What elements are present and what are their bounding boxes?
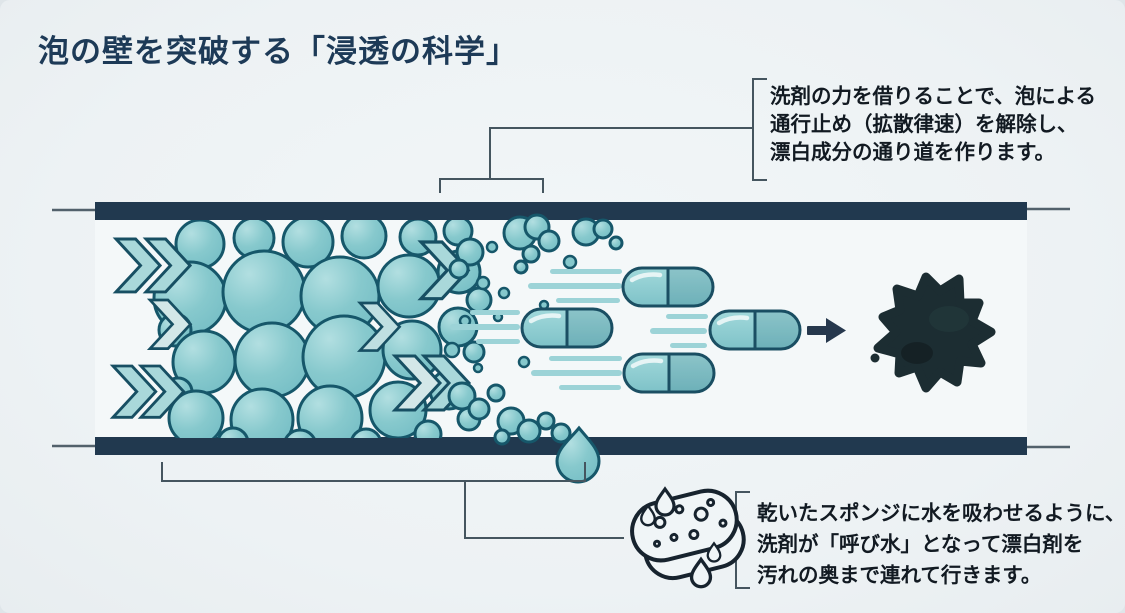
callout-bottom-line-1: 乾いたスポンジに水を吸わせるように、	[757, 502, 1125, 525]
motion-streaks	[450, 269, 708, 390]
page-title: 泡の壁を突破する「浸透の科学」	[38, 34, 518, 69]
callout-top-line-3: 漂白成分の通り道を作ります。	[770, 141, 1055, 164]
callout-line-top	[439, 78, 767, 193]
callout-top-line-2: 通行止め（拡散律速）を解除し、	[770, 113, 1078, 136]
bleach-capsule-icon	[710, 311, 800, 349]
bleach-capsule-icon	[522, 309, 612, 347]
pipe-top-wall	[95, 202, 1027, 220]
right-arrow-icon	[807, 318, 846, 343]
callout-top-line-1: 洗剤の力を借りることで、泡による	[770, 85, 1096, 108]
callout-bottom-text: 乾いたスポンジに水を吸わせるように、 洗剤が「呼び水」となって漂白剤を 汚れの奥…	[757, 498, 1125, 591]
bleach-capsule-icon	[623, 268, 713, 306]
pipe-bottom-wall	[95, 437, 1027, 455]
stain-icon	[870, 272, 996, 393]
sponge-icon	[630, 487, 746, 589]
callout-bottom-line-3: 汚れの奥まで連れて行きます。	[757, 564, 1042, 587]
pipe-wall-extension-lines	[52, 207, 1070, 449]
callout-bottom-line-2: 洗剤が「呼び水」となって漂白剤を	[757, 533, 1084, 556]
bleach-capsule-icon	[624, 354, 714, 392]
callout-top-text: 洗剤の力を借りることで、泡による 通行止め（拡散律速）を解除し、 漂白成分の通り…	[770, 83, 1096, 167]
detergent-splash	[443, 213, 624, 484]
